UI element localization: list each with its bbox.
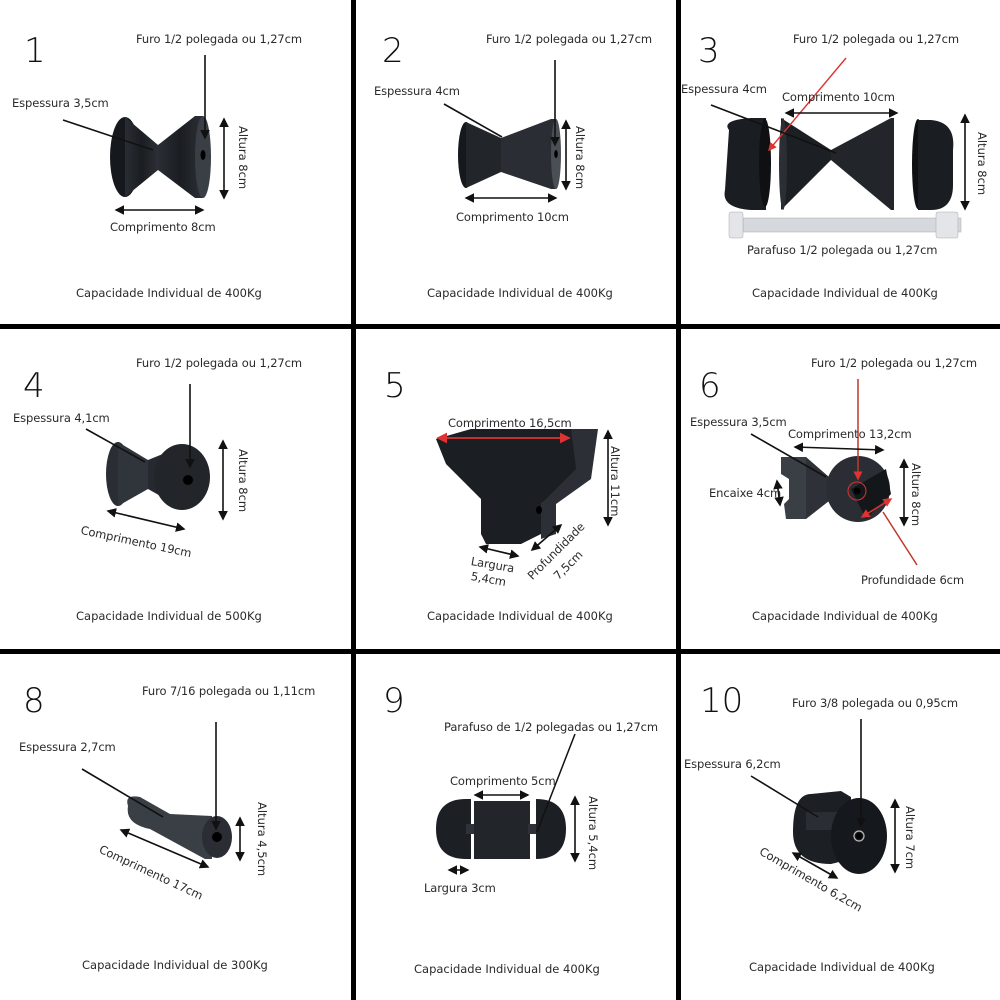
capacity-label: Capacidade Individual de 400Kg	[752, 286, 938, 300]
thickness-label: Espessura 4cm	[681, 82, 767, 96]
height-label: Altura 8cm	[573, 126, 587, 190]
grid-divider-vertical-2	[676, 0, 681, 1000]
height-label: Altura 5,4cm	[586, 796, 600, 871]
product-panel-6: 6 Furo 1/2 polegada ou 1,27cm Espessura …	[681, 329, 1000, 649]
roller-10-image	[750, 719, 900, 879]
capacity-label: Capacidade Individual de 400Kg	[414, 962, 600, 976]
product-number: 6	[699, 366, 721, 406]
height-label: Altura 8cm	[975, 132, 989, 196]
length-label: Comprimento 8cm	[110, 220, 216, 234]
roller-4-image	[85, 384, 228, 532]
length-label: Comprimento 13,2cm	[788, 427, 912, 441]
grid-divider-horizontal-2	[0, 649, 1000, 654]
product-panel-10: 10 Furo 3/8 polegada ou 0,95cm Espessura…	[681, 654, 1000, 1000]
thickness-label: Espessura 3,5cm	[12, 96, 109, 110]
bolt-label: Parafuso de 1/2 polegadas ou 1,27cm	[444, 720, 659, 734]
capacity-label: Capacidade Individual de 500Kg	[76, 609, 262, 623]
roller-1-image	[62, 55, 229, 215]
hole-label: Furo 1/2 polegada ou 1,27cm	[811, 356, 977, 370]
length-label: Comprimento 10cm	[782, 90, 895, 104]
capacity-label: Capacidade Individual de 400Kg	[752, 609, 938, 623]
length-label: Comprimento 16,5cm	[448, 416, 572, 430]
fitting-label: Encaixe 4cm	[709, 486, 782, 500]
roller-2-image	[443, 60, 571, 203]
thickness-label: Espessura 3,5cm	[690, 415, 787, 429]
height-label: Altura 8cm	[236, 449, 250, 513]
length-label: Comprimento 10cm	[456, 210, 569, 224]
capacity-label: Capacidade Individual de 400Kg	[76, 286, 262, 300]
product-number: 4	[23, 366, 45, 406]
height-label: Altura 8cm	[236, 126, 250, 190]
depth-label: Profundidade 6cm	[861, 573, 964, 587]
v-block-5-image	[436, 429, 613, 559]
product-panel-8: 8 Furo 7/16 polegada ou 1,11cm Espessura…	[0, 654, 351, 1000]
grid-divider-horizontal-1	[0, 324, 1000, 329]
product-number: 9	[383, 681, 405, 721]
bolt-label: Parafuso 1/2 polegada ou 1,27cm	[747, 243, 938, 257]
height-label: Altura 7cm	[903, 806, 917, 870]
product-number: 10	[700, 681, 744, 721]
product-panel-1: 1 Furo 1/2 polegada ou 1,27cm Espessura …	[0, 0, 351, 324]
height-label: Altura 4,5cm	[255, 802, 269, 877]
product-number: 8	[23, 681, 45, 721]
length-label: Comprimento 5cm	[450, 774, 556, 788]
hole-label: Furo 1/2 polegada ou 1,27cm	[486, 32, 652, 46]
height-label: Altura 8cm	[909, 463, 923, 527]
capacity-label: Capacidade Individual de 400Kg	[749, 960, 935, 974]
hole-label: Furo 7/16 polegada ou 1,11cm	[142, 684, 316, 698]
roller-8-image	[81, 722, 245, 869]
hole-label: Furo 1/2 polegada ou 1,27cm	[136, 32, 302, 46]
thickness-label: Espessura 4,1cm	[13, 411, 110, 425]
product-panel-9: 9 Parafuso de 1/2 polegadas ou 1,27cm Co…	[356, 654, 676, 1000]
thickness-label: Espessura 6,2cm	[684, 757, 781, 771]
roller-3-kit-image	[710, 57, 970, 239]
product-number: 1	[24, 31, 46, 71]
roller-6-image	[750, 379, 918, 566]
product-panel-2: 2 Furo 1/2 polegada ou 1,27cm Espessura …	[356, 0, 676, 324]
capacity-label: Capacidade Individual de 300Kg	[82, 958, 268, 972]
grid-divider-vertical-1	[351, 0, 356, 1000]
hole-label: Furo 3/8 polegada ou 0,95cm	[792, 696, 958, 710]
width-label: Largura 3cm	[424, 881, 496, 895]
product-panel-4: 4 Furo 1/2 polegada ou 1,27cm Espessura …	[0, 329, 351, 649]
product-panel-5: 5 Comprimento 16,5cm Altura 11cm Largura…	[356, 329, 676, 649]
roller-9-image	[436, 733, 580, 875]
thickness-label: Espessura 4cm	[374, 84, 460, 98]
capacity-label: Capacidade Individual de 400Kg	[427, 609, 613, 623]
hole-label: Furo 1/2 polegada ou 1,27cm	[136, 356, 302, 370]
height-label: Altura 11cm	[608, 446, 622, 517]
product-number: 2	[382, 31, 404, 71]
hole-label: Furo 1/2 polegada ou 1,27cm	[793, 32, 959, 46]
thickness-label: Espessura 2,7cm	[19, 740, 116, 754]
capacity-label: Capacidade Individual de 400Kg	[427, 286, 613, 300]
product-number: 3	[698, 31, 720, 71]
product-panel-3: 3 Furo 1/2 polegada ou 1,27cm Espessura …	[681, 0, 1000, 324]
product-number: 5	[384, 366, 406, 406]
